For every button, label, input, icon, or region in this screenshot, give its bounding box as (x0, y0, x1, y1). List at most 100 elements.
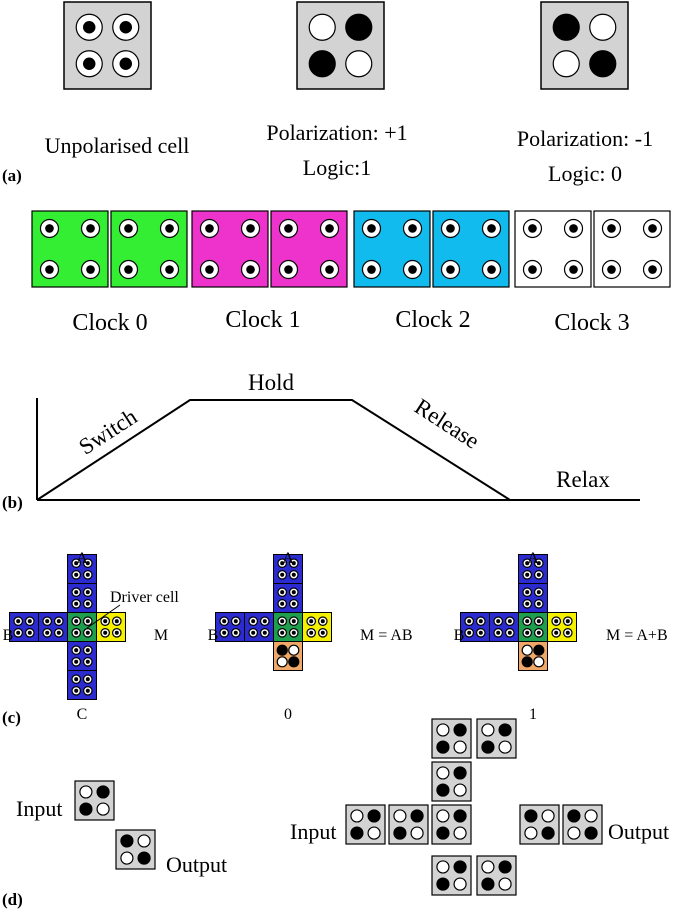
gate1-input-b-cell-2 (244, 612, 274, 642)
diagonal-input-label: Input (16, 796, 62, 821)
inverter-top-cell-1 (431, 761, 472, 802)
quantum-dot-electron (86, 224, 95, 233)
cell-frame (115, 829, 156, 870)
quantum-dot-empty (288, 644, 300, 656)
quantum-dot-electron (536, 590, 541, 595)
clock-label-0: Clock 0 (72, 310, 147, 336)
quantum-dot-electron (367, 224, 376, 233)
quantum-dot-electron (525, 619, 530, 624)
quantum-dot-electron (246, 224, 255, 233)
quantum-dot-electron (74, 561, 79, 566)
quantum-dot-electron (507, 630, 512, 635)
quantum-dot-electron (554, 630, 559, 635)
cell-frame (518, 583, 548, 613)
caption-logic-zero: Logic: 0 (548, 161, 622, 186)
quantum-dot-electron (45, 630, 50, 635)
quantum-dot-electron (251, 619, 256, 624)
cell-frame (562, 804, 603, 845)
cell-frame (273, 612, 303, 642)
quantum-dot-electron (82, 20, 96, 34)
gate1-fixed-cell (273, 641, 303, 671)
gate0-input-b-cell-1 (9, 612, 39, 642)
quantum-dot-electron (85, 601, 90, 606)
quantum-dot-electron (648, 224, 657, 233)
quantum-dot-filled (96, 785, 110, 799)
quantum-dot-electron (280, 572, 285, 577)
gate1-label-right: M = AB (360, 627, 413, 644)
quantum-dot-empty (367, 826, 381, 840)
quantum-dot-empty (541, 809, 555, 823)
quantum-dot-filled (584, 826, 598, 840)
quantum-dot-empty (567, 826, 581, 840)
quantum-dot-electron (85, 677, 90, 682)
polarization-cell-1 (296, 1, 385, 90)
quantum-dot-empty (436, 860, 450, 874)
cell-frame (74, 780, 115, 821)
quantum-dot-electron (56, 619, 61, 624)
cell-frame (67, 641, 97, 671)
cell-frame (518, 641, 548, 671)
gate1-output-cell (302, 612, 332, 642)
gate1-device-cell (273, 612, 303, 642)
waveform-trapezoid (36, 399, 511, 501)
polarization-cell-2 (540, 1, 629, 90)
quantum-dot-filled (453, 809, 467, 823)
quantum-dot-filled (120, 834, 134, 848)
quantum-dot-empty (96, 802, 110, 816)
cell-frame (296, 1, 385, 90)
cell-frame (63, 1, 152, 90)
quantum-dot-electron (280, 619, 285, 624)
quantum-dot-empty (436, 723, 450, 737)
gate2-input-b-cell-1 (460, 612, 490, 642)
quantum-dot-filled (436, 877, 450, 891)
quantum-dot-empty (453, 783, 467, 797)
inverter-top-cell-3 (476, 718, 517, 759)
clock-cell-2-0 (353, 210, 431, 288)
quantum-dot-empty (589, 13, 617, 41)
quantum-dot-electron (487, 224, 496, 233)
quantum-dot-empty (308, 13, 336, 41)
cell-frame (345, 804, 386, 845)
quantum-dot-empty (393, 809, 407, 823)
phase-hold: Hold (248, 370, 295, 395)
quantum-dot-electron (536, 572, 541, 577)
gate0-device-cell (67, 612, 97, 642)
clock-cell-0-0 (31, 210, 109, 288)
quantum-dot-electron (291, 601, 296, 606)
quantum-dot-electron (16, 619, 21, 624)
cell-frame (215, 612, 245, 642)
cell-frame (273, 554, 303, 584)
quantum-dot-electron (85, 561, 90, 566)
cell-frame (547, 612, 577, 642)
quantum-dot-electron (525, 572, 530, 577)
quantum-dot-electron (82, 57, 96, 71)
diagonal-output-label: Output (166, 852, 227, 877)
quantum-dot-electron (496, 619, 501, 624)
quantum-dot-electron (56, 630, 61, 635)
cell-frame (476, 855, 517, 896)
quantum-dot-electron (320, 630, 325, 635)
quantum-dot-electron (309, 619, 314, 624)
quantum-dot-electron (85, 572, 90, 577)
caption-polarization-plus: Polarization: +1 (266, 120, 407, 145)
quantum-dot-filled (137, 851, 151, 865)
clock-cell-3-0 (514, 210, 592, 288)
quantum-dot-electron (205, 265, 214, 274)
quantum-dot-electron (262, 619, 267, 624)
quantum-dot-empty (410, 826, 424, 840)
gate1-label-left: B (208, 627, 219, 644)
quantum-dot-electron (45, 224, 54, 233)
inverter-top-cell-2 (431, 718, 472, 759)
quantum-dot-electron (222, 619, 227, 624)
quantum-dot-empty (533, 656, 545, 668)
cell-frame (540, 1, 629, 90)
quantum-dot-electron (320, 619, 325, 624)
inverter-input-cell-2 (388, 804, 429, 845)
quantum-dot-electron (565, 630, 570, 635)
quantum-dot-empty (524, 826, 538, 840)
quantum-dot-electron (607, 224, 616, 233)
cell-frame (67, 670, 97, 700)
quantum-dot-filled (436, 783, 450, 797)
gate2-input-b-cell-2 (489, 612, 519, 642)
polarization-cell-0 (63, 1, 152, 90)
